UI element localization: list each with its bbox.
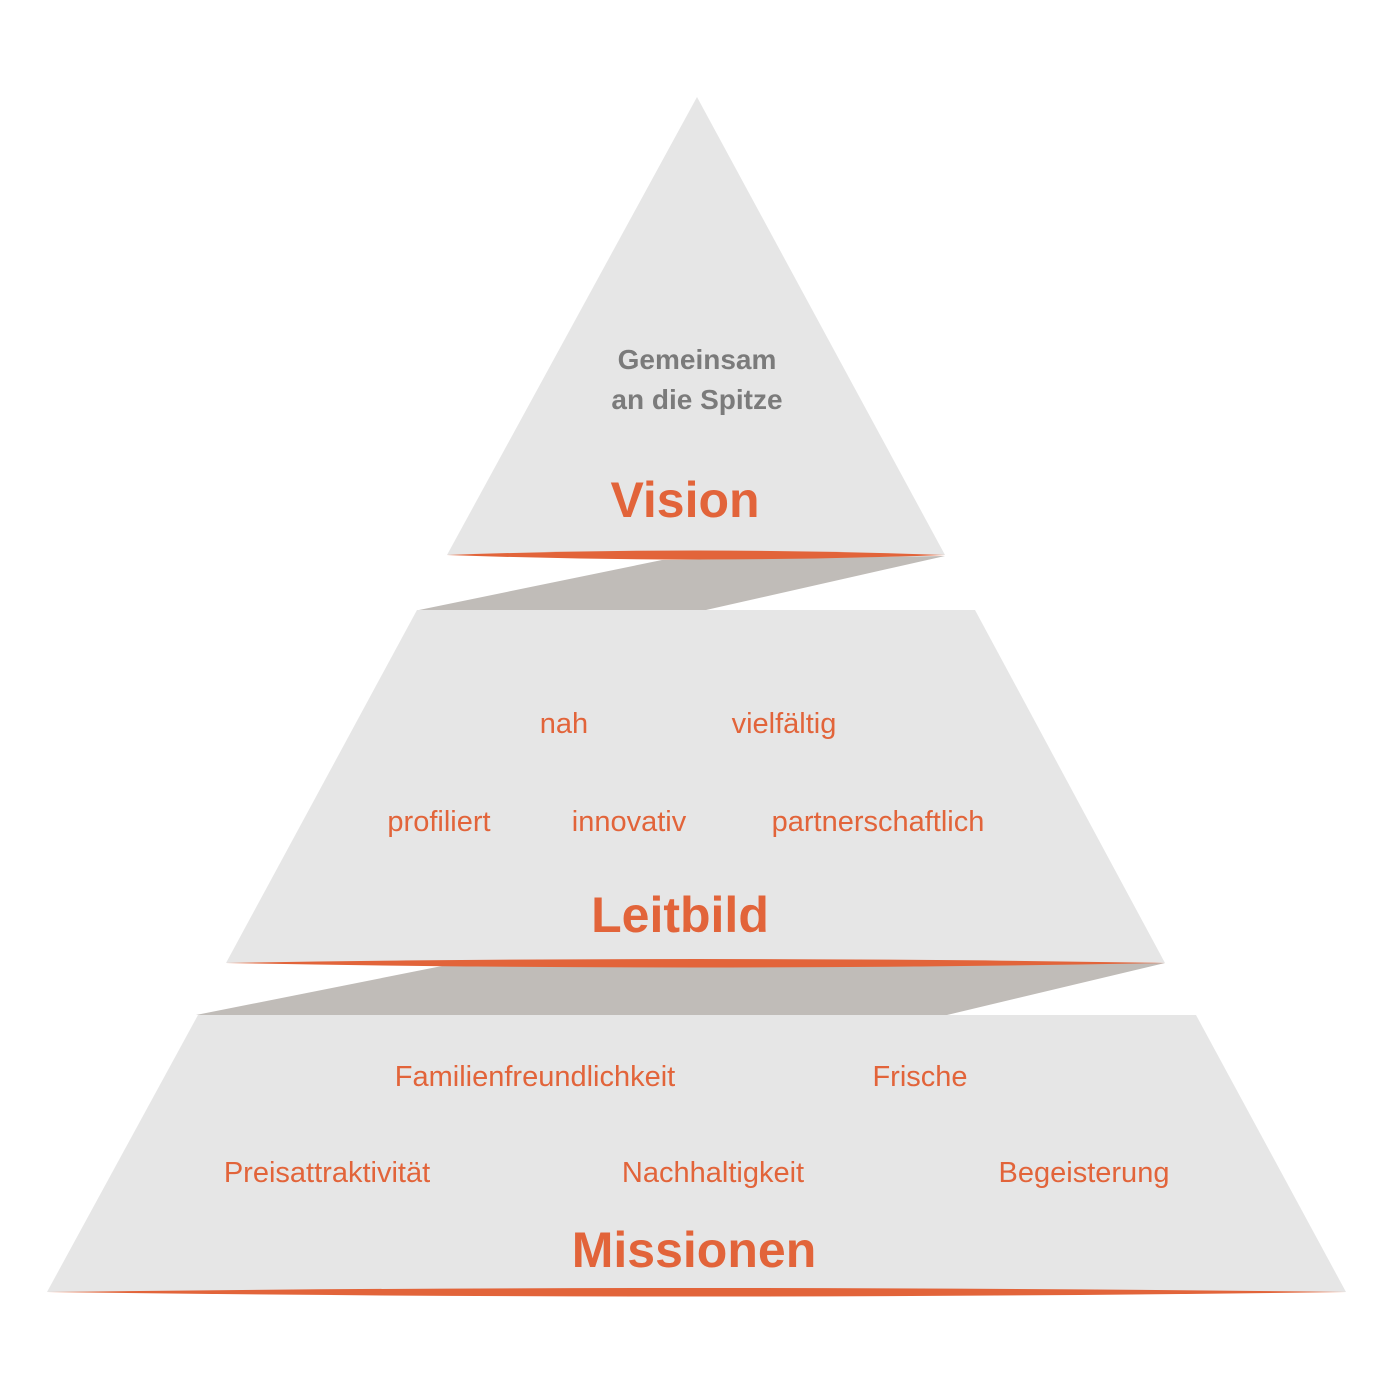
- leitbild-word-innovativ: innovativ: [572, 806, 687, 838]
- missionen-word-nachhaltigkeit: Nachhaltigkeit: [622, 1157, 804, 1189]
- connector-vision-leitbild: [419, 556, 945, 610]
- missionen-word-frische: Frische: [872, 1061, 967, 1093]
- leitbild-shape: [226, 610, 1165, 963]
- tier-leitbild: nah vielfältig profiliert innovativ part…: [226, 610, 1165, 968]
- leitbild-word-vielfaeltig: vielfältig: [732, 708, 837, 740]
- missionen-word-preisattraktivitaet: Preisattraktivität: [224, 1157, 430, 1189]
- leitbild-title: Leitbild: [591, 887, 769, 943]
- missionen-word-familienfreundlichkeit: Familienfreundlichkeit: [395, 1061, 675, 1093]
- connector-leitbild-missionen: [196, 963, 1165, 1015]
- missionen-accent-edge: [47, 1288, 1346, 1297]
- leitbild-word-partnerschaftlich: partnerschaftlich: [772, 806, 985, 838]
- leitbild-word-nah: nah: [540, 708, 588, 740]
- vision-subtitle-line2: an die Spitze: [611, 384, 782, 415]
- leitbild-accent-edge: [226, 959, 1165, 968]
- vision-accent-edge: [447, 550, 945, 560]
- missionen-title: Missionen: [572, 1222, 816, 1278]
- vision-title: Vision: [610, 472, 759, 528]
- tier-missionen: Familienfreundlichkeit Frische Preisattr…: [47, 1015, 1346, 1297]
- leitbild-word-profiliert: profiliert: [387, 806, 490, 838]
- tier-vision: Gemeinsam an die Spitze Vision: [447, 97, 945, 560]
- vision-shape: [447, 97, 945, 555]
- missionen-shape: [47, 1015, 1346, 1292]
- missionen-word-begeisterung: Begeisterung: [999, 1157, 1170, 1189]
- vision-subtitle-line1: Gemeinsam: [618, 344, 777, 375]
